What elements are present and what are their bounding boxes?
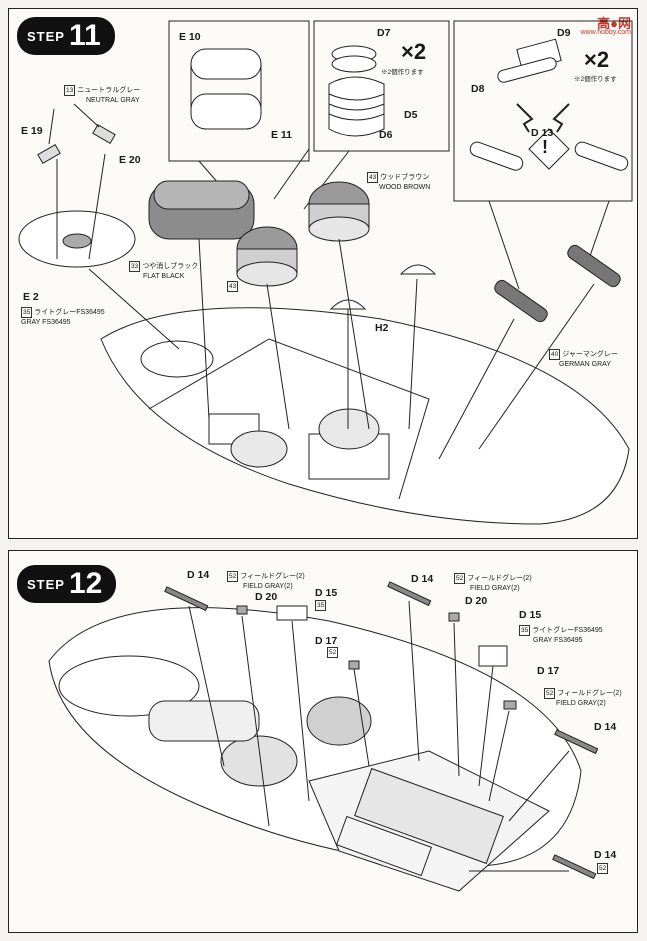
- label-h2: H2: [375, 322, 389, 334]
- label-e2: E 2: [23, 291, 39, 303]
- warning-mark: !: [542, 137, 548, 157]
- label-d8: D8: [471, 83, 485, 95]
- note-make-two-d5: ※2個作ります: [381, 69, 424, 76]
- label-d14-a: D 14: [187, 569, 210, 581]
- label-e19: E 19: [21, 125, 43, 137]
- label-e10: E 10: [179, 31, 201, 43]
- callout-box-d5: [313, 20, 450, 152]
- note-make-two-d9: ※2個作ります: [574, 76, 617, 83]
- paint-wood-brown-code: 43: [227, 281, 239, 292]
- watermark-title: 高●网: [597, 16, 631, 31]
- step-11-badge: STEP 11: [17, 17, 115, 55]
- step-12-panel: STEP 12: [8, 550, 638, 933]
- step-11-panel: STEP 11 高●网 www.hobby.com: [8, 8, 638, 539]
- label-d20-a: D 20: [255, 591, 278, 603]
- watermark-sub: www.hobby.com: [580, 29, 631, 36]
- label-d9: D9: [557, 27, 571, 39]
- step-12-badge: STEP 12: [17, 565, 117, 603]
- label-e20: E 20: [119, 154, 141, 166]
- label-d14-b: D 14: [411, 573, 434, 585]
- callout-box-e10: [168, 20, 310, 162]
- step-12-drawing: [48, 581, 599, 892]
- label-d15-b: D 15: [519, 609, 542, 621]
- label-d17-a: D 17: [315, 635, 338, 647]
- label-d7: D7: [377, 27, 391, 39]
- label-d13: D 13: [531, 127, 554, 139]
- label-d6: D6: [379, 129, 393, 141]
- multiplier-d9: ×2: [584, 47, 610, 72]
- label-e11: E 11: [271, 129, 293, 141]
- label-d20-b: D 20: [465, 595, 488, 607]
- step-11-drawing: [18, 20, 633, 525]
- label-d5: D5: [404, 109, 418, 121]
- paint-code-35: 35: [315, 600, 327, 611]
- label-d17-b: D 17: [537, 665, 560, 677]
- callout-box-d9: [453, 20, 633, 202]
- label-d15-a: D 15: [315, 587, 338, 599]
- paint-code-52-b: 52: [597, 863, 609, 874]
- label-d14-d: D 14: [594, 849, 617, 861]
- multiplier-d5: ×2: [401, 39, 427, 64]
- paint-code-52-a: 52: [327, 647, 339, 658]
- label-d14-c: D 14: [594, 721, 617, 733]
